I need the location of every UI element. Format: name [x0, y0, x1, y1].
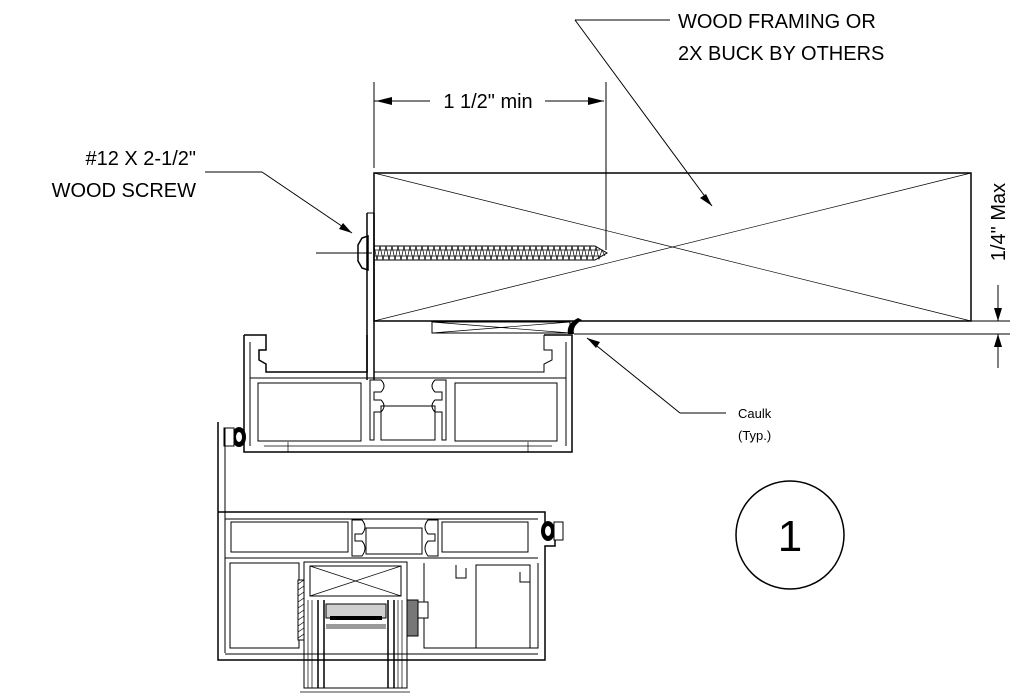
wood-screw	[316, 234, 608, 272]
caulk-label-line1: Caulk	[738, 406, 772, 421]
wood-framing-label-line1: WOOD FRAMING OR	[678, 11, 876, 33]
wood-framing-label-line2: 2X BUCK BY OTHERS	[678, 43, 884, 65]
screw-label-line2: WOOD SCREW	[52, 180, 197, 202]
caulk-label-line2: (Typ.)	[738, 428, 771, 443]
caulk-bead	[567, 318, 582, 334]
glazing-tape	[297, 579, 429, 641]
gap-max-label: 1/4" Max	[988, 183, 1010, 261]
left-gasket	[223, 427, 246, 447]
sash-frame-extrusion	[217, 422, 556, 661]
glazing-unit	[300, 561, 410, 693]
detail-number-callout: 1	[735, 480, 845, 590]
screw-leader: #12 X 2-1/2" WOOD SCREW	[52, 148, 353, 234]
screw-label-line1: #12 X 2-1/2"	[85, 148, 196, 170]
detail-number: 1	[778, 512, 802, 561]
shim	[431, 321, 571, 334]
min-embed-dimension: 1 1/2" min	[373, 82, 607, 250]
caulk-leader: Caulk (Typ.)	[586, 337, 772, 443]
gap-dimension: 1/4" Max	[988, 183, 1010, 368]
head-frame-extrusion	[243, 334, 573, 453]
dimension-min-label: 1 1/2" min	[443, 91, 532, 113]
wood-framing-leader: WOOD FRAMING OR 2X BUCK BY OTHERS	[574, 11, 884, 207]
right-gasket	[541, 521, 564, 541]
